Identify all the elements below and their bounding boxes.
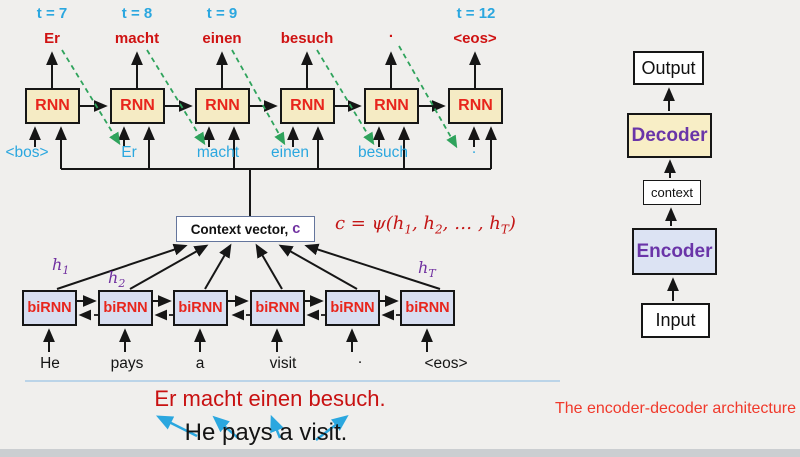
decoder-input-word: . [471, 140, 477, 157]
alignment-arrows [155, 414, 349, 441]
rnn-box-4: RNN [280, 88, 335, 124]
pipeline-input-box: Input [641, 303, 710, 338]
decoder-output-word: . [388, 23, 394, 41]
source-word: <eos> [424, 355, 468, 372]
pipeline-context-box: context [643, 180, 701, 205]
decoder-input-word: macht [196, 144, 240, 161]
rnn-box-5: RNN [364, 88, 419, 124]
context-vector-label: Context vector, [190, 221, 289, 237]
decoder-word-input-arrows [29, 126, 480, 147]
birnn-box-5: biRNN [325, 290, 380, 326]
timestep-label-8: t = 8 [121, 4, 153, 22]
rnn-box-3: RNN [195, 88, 250, 124]
source-sentence: He pays a visit. [184, 419, 348, 446]
rnn-box-6: RNN [448, 88, 503, 124]
source-word: He [40, 355, 60, 372]
decoder-output-word: einen [202, 29, 242, 47]
birnn-box-4: biRNN [250, 290, 305, 326]
context-bus [55, 126, 497, 217]
context-symbol: c [292, 221, 301, 237]
pipeline-encoder-box: Encoder [632, 228, 717, 275]
pipeline-arrows [663, 87, 679, 301]
birnn-box-2: biRNN [98, 290, 153, 326]
decoder-input-word: <bos> [5, 144, 49, 161]
decoder-output-arrows [46, 51, 481, 88]
hidden-state-label-hT: hT [418, 258, 436, 281]
timestep-label-9: t = 9 [206, 4, 238, 22]
bottom-bar [0, 449, 800, 457]
timestep-label-12: t = 12 [456, 4, 496, 22]
output-feedback-arrows [61, 45, 458, 149]
translated-sentence: Er macht einen besuch. [154, 386, 386, 411]
source-word: visit [269, 355, 297, 372]
decoder-output-word: <eos> [453, 29, 497, 47]
decoder-output-word: macht [114, 29, 160, 47]
encoder-word-input-arrows [43, 328, 433, 352]
decoder-output-word: Er [44, 29, 60, 47]
source-word: . [357, 350, 363, 367]
slide-caption: The encoder-decoder architecture [554, 400, 796, 417]
rnn-box-1: RNN [25, 88, 80, 124]
birnn-box-6: biRNN [400, 290, 455, 326]
timestep-label-7: t = 7 [36, 4, 68, 22]
hidden-state-label-h1: h1 [52, 255, 70, 278]
context-vector-box: Context vector, c [176, 216, 315, 242]
decoder-input-word: besuch [358, 144, 408, 161]
context-formula: c = ψ(h1, h2, … , hT) [335, 213, 516, 237]
source-word: pays [110, 355, 144, 372]
decoder-input-word: Er [121, 144, 137, 161]
pipeline-output-box: Output [633, 51, 704, 85]
decoder-input-word: einen [271, 144, 309, 161]
birnn-box-1: biRNN [22, 290, 77, 326]
source-word: a [195, 355, 205, 372]
context-fan-arrows [56, 243, 441, 290]
decoder-output-word: besuch [280, 29, 334, 47]
hidden-state-label-h2: h2 [108, 268, 126, 291]
birnn-box-3: biRNN [173, 290, 228, 326]
rnn-box-2: RNN [110, 88, 165, 124]
pipeline-decoder-box: Decoder [627, 113, 712, 158]
